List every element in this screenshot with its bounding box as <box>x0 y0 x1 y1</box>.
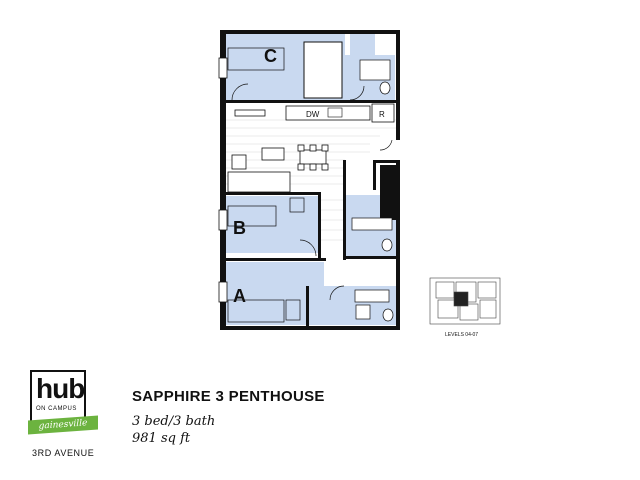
unit-area: 981 sq ft <box>132 431 191 446</box>
logo-street: 3RD AVENUE <box>32 448 95 458</box>
logo-city: gainesville <box>38 418 88 432</box>
unit-info: SAPPHIRE 3 PENTHOUSE 3 bed/3 bath 981 sq… <box>132 388 325 447</box>
key-plan-caption: LEVELS 04-07 <box>445 332 478 338</box>
sink <box>327 107 343 118</box>
logo-tagline: ON CAMPUS <box>36 406 77 412</box>
room-label-b: B <box>233 218 246 238</box>
door-swings <box>231 83 393 301</box>
bedroom-b <box>224 196 319 253</box>
walls <box>220 30 400 330</box>
logo-wordmark: hub <box>36 373 85 404</box>
logo-box: hub ON CAMPUS <box>30 370 86 426</box>
windows <box>218 57 228 303</box>
unit-beds-baths: 3 bed/3 bath <box>132 414 216 429</box>
bath-fixtures <box>351 59 394 322</box>
bedroom-furniture <box>227 47 305 323</box>
unit-name: SAPPHIRE 3 PENTHOUSE <box>132 388 325 405</box>
furniture <box>227 109 329 193</box>
dishwasher-label: DW <box>306 110 320 119</box>
hub-logo: hub ON CAMPUS gainesville 3RD AVENUE <box>28 370 118 466</box>
closet-c <box>303 41 343 99</box>
refrigerator-label: R <box>379 110 385 119</box>
floor-plan: DW R C <box>218 30 501 338</box>
room-label-c: C <box>264 46 277 66</box>
key-plan <box>429 277 501 325</box>
closet-c2 <box>350 33 375 55</box>
refrigerator <box>371 103 395 123</box>
room-label-a: A <box>233 286 246 306</box>
